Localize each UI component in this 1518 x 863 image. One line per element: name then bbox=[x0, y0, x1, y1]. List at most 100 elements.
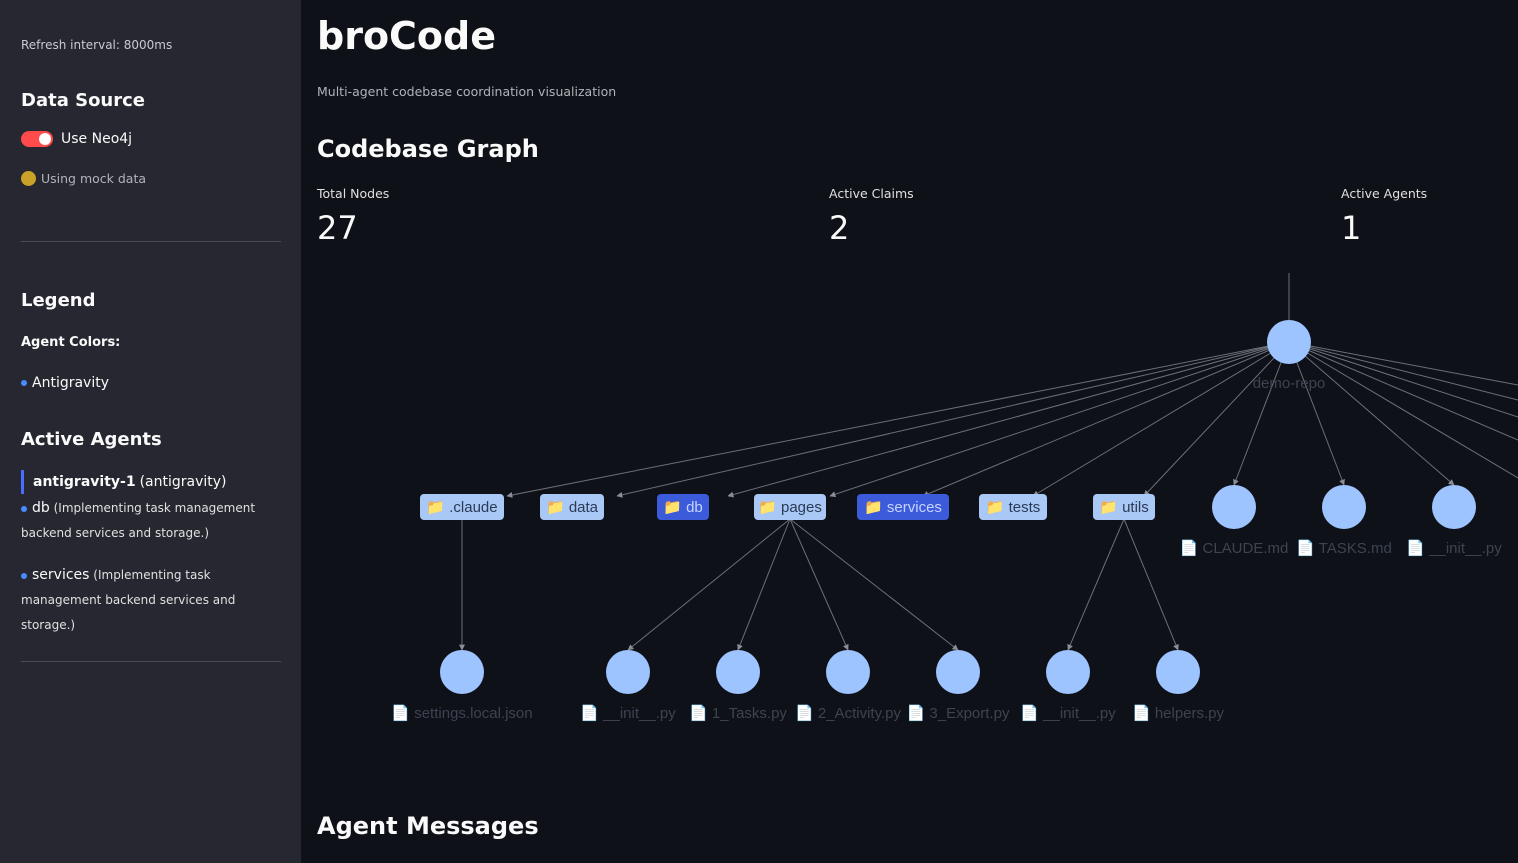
file-node[interactable] bbox=[1322, 485, 1366, 529]
metric-label: Total Nodes bbox=[317, 186, 390, 201]
mock-status-text: Using mock data bbox=[41, 171, 147, 186]
graph-edge bbox=[1288, 341, 1518, 386]
file-node-label: 📄 1_Tasks.py bbox=[689, 704, 787, 722]
claim-desc: (Implementing task management backend se… bbox=[21, 501, 256, 540]
root-node[interactable] bbox=[1267, 320, 1311, 364]
file-node-label: 📄 helpers.py bbox=[1132, 704, 1225, 722]
graph-edge bbox=[1288, 341, 1518, 401]
page-title: broCode bbox=[317, 14, 497, 58]
graph-edge bbox=[627, 518, 791, 651]
folder-node-label: 📁 .claude bbox=[426, 499, 497, 516]
file-node-label: 📄 2_Activity.py bbox=[795, 704, 901, 722]
legend-heading: Legend bbox=[21, 290, 96, 311]
mock-status: Using mock data bbox=[21, 171, 146, 186]
claim-target: db bbox=[32, 500, 50, 516]
folder-node-data[interactable] bbox=[540, 494, 604, 520]
file-node[interactable] bbox=[1432, 485, 1476, 529]
refresh-interval-text: Refresh interval: 8000ms bbox=[21, 38, 173, 52]
graph-edge bbox=[1288, 341, 1518, 418]
folder-node-label: 📁 utils bbox=[1099, 499, 1149, 516]
claim-item: services (Implementing task management b… bbox=[21, 563, 283, 638]
folder-node-pages[interactable] bbox=[754, 494, 826, 520]
file-node[interactable] bbox=[826, 650, 870, 694]
codebase-graph-heading: Codebase Graph bbox=[317, 135, 539, 163]
folder-node-label: 📁 data bbox=[546, 499, 599, 516]
file-node-label: 📄 __init__.py bbox=[580, 704, 676, 722]
graph-edge bbox=[506, 341, 1290, 498]
graph-edge bbox=[1123, 518, 1179, 651]
file-node[interactable] bbox=[1212, 485, 1256, 529]
file-node[interactable] bbox=[936, 650, 980, 694]
graph-edge bbox=[616, 341, 1290, 498]
status-dot-icon bbox=[21, 171, 36, 186]
graph-edge bbox=[1288, 341, 1518, 479]
graph-edge bbox=[1233, 341, 1290, 486]
graph-edge bbox=[922, 341, 1290, 497]
metric-value: 1 bbox=[1341, 209, 1362, 247]
divider bbox=[21, 241, 281, 242]
graph-edges bbox=[459, 273, 1518, 651]
data-source-heading: Data Source bbox=[21, 90, 146, 111]
file-node-label: 📄 TASKS.md bbox=[1296, 539, 1392, 557]
graph-edge bbox=[1067, 518, 1125, 651]
agent-id: antigravity-1 bbox=[33, 474, 136, 490]
agent-card[interactable]: antigravity-1 (antigravity) bbox=[21, 470, 227, 494]
metric-value: 27 bbox=[317, 209, 358, 247]
file-node[interactable] bbox=[1156, 650, 1200, 694]
claim-dot-icon bbox=[21, 572, 27, 579]
graph-edge bbox=[1288, 341, 1518, 441]
folder-node-utils[interactable] bbox=[1093, 494, 1155, 520]
graph-edge bbox=[829, 341, 1290, 498]
file-node-label: 📄 settings.local.json bbox=[391, 704, 532, 722]
graph-edge bbox=[1288, 341, 1345, 486]
metric-value: 2 bbox=[829, 209, 850, 247]
divider bbox=[21, 661, 281, 662]
graph-nodes: demo-repo 📁 .claude 📁 data 📁 db 📁 pages 📁 ser… bbox=[391, 320, 1502, 722]
legend-item-antigravity: Antigravity bbox=[21, 375, 109, 391]
claim-desc: (Implementing task management backend se… bbox=[21, 568, 236, 632]
graph-edge bbox=[1143, 341, 1290, 497]
graph-edge bbox=[727, 341, 1290, 498]
file-node-label: 📄 __init__.py bbox=[1020, 704, 1116, 722]
folder-node-services[interactable] bbox=[857, 494, 949, 520]
folder-node-label: 📁 db bbox=[663, 499, 703, 516]
file-node[interactable] bbox=[606, 650, 650, 694]
file-node[interactable] bbox=[716, 650, 760, 694]
file-node-label: 📄 __init__.py bbox=[1406, 539, 1502, 557]
file-node-label: 📄 CLAUDE.md bbox=[1180, 539, 1289, 557]
agent-messages-heading: Agent Messages bbox=[317, 812, 539, 840]
metric-label: Active Claims bbox=[829, 186, 914, 201]
metric-active-agents: Active Agents 1 bbox=[1341, 186, 1427, 247]
root-node-label: demo-repo bbox=[1253, 375, 1326, 392]
graph-edge bbox=[737, 518, 791, 651]
file-node[interactable] bbox=[440, 650, 484, 694]
file-node[interactable] bbox=[1046, 650, 1090, 694]
folder-node-label: 📁 pages bbox=[758, 499, 822, 516]
graph-edge bbox=[789, 518, 959, 651]
file-node-label: 📄 3_Export.py bbox=[907, 704, 1010, 722]
folder-node-label: 📁 services bbox=[864, 499, 942, 516]
claim-item: db (Implementing task management backend… bbox=[21, 496, 283, 546]
use-neo4j-toggle[interactable]: Use Neo4j bbox=[21, 131, 132, 147]
folder-node-tests[interactable] bbox=[979, 494, 1047, 520]
sidebar: Refresh interval: 8000ms Data Source Use… bbox=[0, 0, 301, 863]
folder-node-db[interactable] bbox=[657, 494, 709, 520]
page-caption: Multi-agent codebase coordination visual… bbox=[317, 84, 617, 99]
graph-edge bbox=[1032, 341, 1290, 497]
agent-color-dot-icon bbox=[21, 380, 27, 386]
legend-item-label: Antigravity bbox=[32, 375, 109, 391]
toggle-label: Use Neo4j bbox=[61, 131, 133, 147]
graph-edge bbox=[789, 518, 849, 651]
agent-type: (antigravity) bbox=[139, 474, 227, 490]
agent-colors-label: Agent Colors: bbox=[21, 335, 121, 350]
folder-node-claude[interactable] bbox=[420, 494, 504, 520]
metric-total-nodes: Total Nodes 27 bbox=[317, 186, 389, 247]
active-agents-heading: Active Agents bbox=[21, 429, 162, 450]
codebase-graph[interactable]: demo-repo 📁 .claude 📁 data 📁 db 📁 pages 📁 ser… bbox=[301, 255, 1518, 745]
folder-node-label: 📁 tests bbox=[986, 499, 1041, 516]
metric-active-claims: Active Claims 2 bbox=[829, 186, 914, 247]
claim-target: services bbox=[32, 567, 90, 583]
graph-edge bbox=[1288, 341, 1455, 486]
toggle-switch[interactable] bbox=[21, 131, 53, 147]
metric-label: Active Agents bbox=[1341, 186, 1428, 201]
